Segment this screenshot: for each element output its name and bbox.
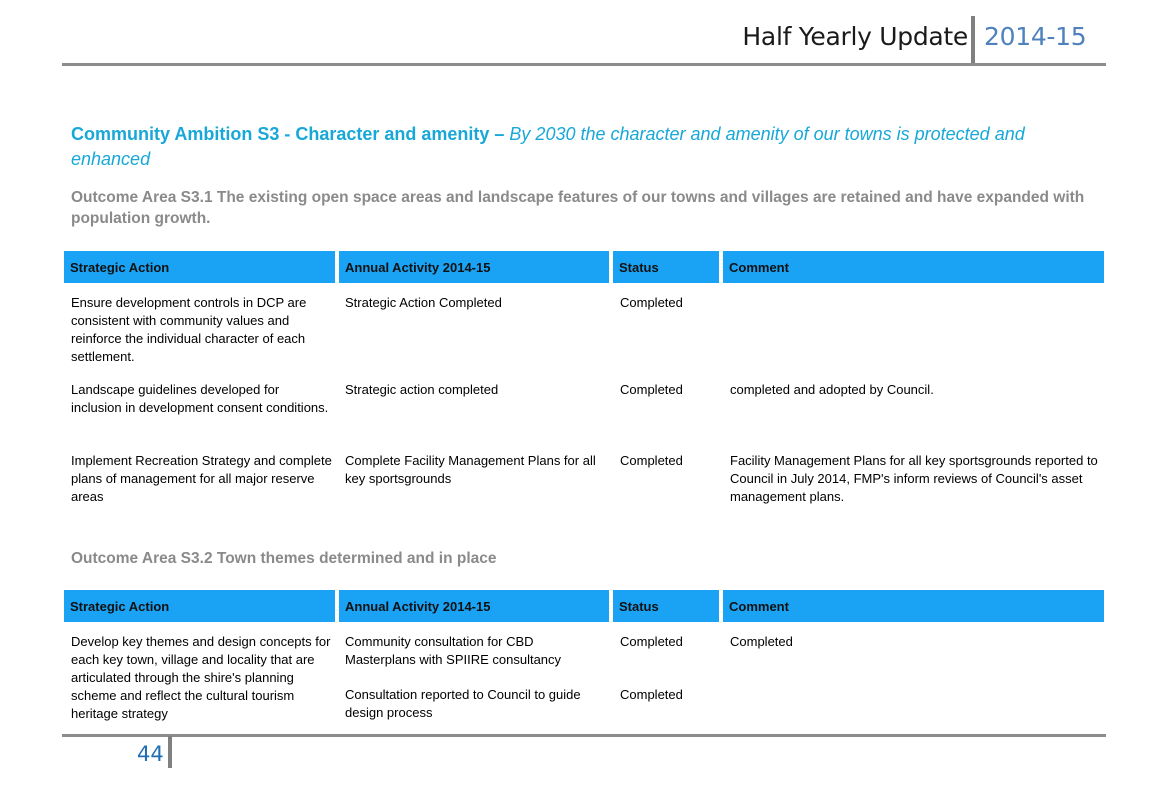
table2-row1-comment: Completed [730, 634, 793, 649]
table2-row1-status: Completed [620, 634, 683, 649]
table1-header-status: Status [613, 251, 719, 283]
column-label: Annual Activity 2014-15 [345, 260, 491, 275]
table2-action: Develop key themes and design concepts f… [71, 634, 331, 721]
header-rule [62, 63, 1106, 66]
table2-header-strategic-action: Strategic Action [64, 590, 335, 622]
report-year: 2014-15 [984, 22, 1087, 51]
ambition-title: Community Ambition S3 - Character and am… [71, 124, 505, 144]
outcome-area-s3-2: Outcome Area S3.2 Town themes determined… [71, 550, 497, 567]
header-divider [971, 16, 975, 64]
table2-row2-activity: Consultation reported to Council to guid… [345, 687, 581, 720]
column-label: Comment [729, 599, 789, 614]
table1-row2-activity: Strategic action completed [345, 382, 499, 397]
outcome-area-s3-1: Outcome Area S3.1 The existing open spac… [71, 189, 1085, 227]
table2-header-comment: Comment [723, 590, 1104, 622]
table1-row1-action: Ensure development controls in DCP are c… [71, 295, 307, 364]
table1-row3-comment: Facility Management Plans for all key sp… [730, 453, 1098, 504]
community-ambition-heading: Community Ambition S3 - Character and am… [71, 122, 1101, 172]
report-title: Half Yearly Update [742, 22, 968, 51]
table1-header-comment: Comment [723, 251, 1104, 283]
table2-row2-status: Completed [620, 687, 683, 702]
table1-row3-status: Completed [620, 453, 683, 468]
column-label: Annual Activity 2014-15 [345, 599, 491, 614]
table2-row1-activity: Community consultation for CBD Masterpla… [345, 634, 562, 667]
table1-row3-action: Implement Recreation Strategy and comple… [71, 453, 332, 504]
table1-row1-activity: Strategic Action Completed [345, 295, 502, 310]
page-number: 44 [137, 742, 164, 766]
footer-rule [62, 734, 1106, 737]
footer-divider [168, 736, 172, 768]
column-label: Status [619, 599, 659, 614]
column-label: Strategic Action [70, 599, 170, 614]
column-label: Comment [729, 260, 789, 275]
column-label: Strategic Action [70, 260, 170, 275]
ambition-statement: By 2030 the character and amenity of our… [71, 124, 1025, 169]
table1-row2-action: Landscape guidelines developed for inclu… [71, 382, 329, 415]
table1-row1-status: Completed [620, 295, 683, 310]
table1-row3-activity: Complete Facility Management Plans for a… [345, 453, 596, 486]
table1-header-annual-activity: Annual Activity 2014-15 [339, 251, 609, 283]
column-label: Status [619, 260, 659, 275]
table1-row2-status: Completed [620, 382, 683, 397]
table1-row2-comment: completed and adopted by Council. [730, 382, 934, 397]
table2-header-status: Status [613, 590, 719, 622]
table2-header-annual-activity: Annual Activity 2014-15 [339, 590, 609, 622]
table1-header-strategic-action: Strategic Action [64, 251, 335, 283]
